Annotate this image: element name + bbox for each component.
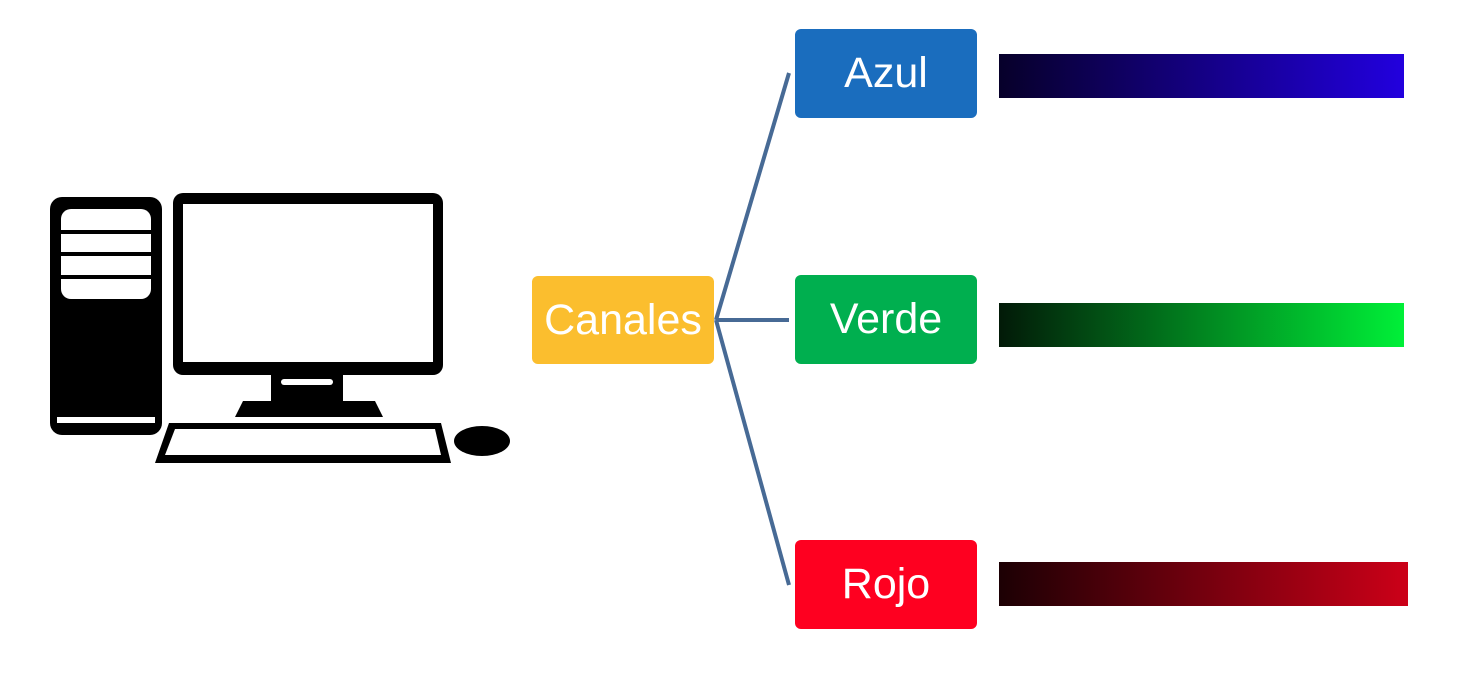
gradient-bar-verde [999, 303, 1404, 347]
node-label: Azul [844, 49, 928, 97]
node-verde: Verde [795, 275, 977, 364]
node-azul: Azul [795, 29, 977, 118]
node-rojo: Rojo [795, 540, 977, 629]
gradient-bar-azul [999, 54, 1404, 98]
node-label: Rojo [841, 560, 931, 608]
node-label: Canales [544, 295, 702, 344]
desktop-computer-icon [50, 193, 510, 463]
connector-line [714, 319, 791, 586]
connector-line [714, 72, 791, 321]
node-canales: Canales [532, 276, 714, 364]
gradient-bar-rojo [999, 562, 1408, 606]
node-label: Verde [829, 295, 943, 343]
